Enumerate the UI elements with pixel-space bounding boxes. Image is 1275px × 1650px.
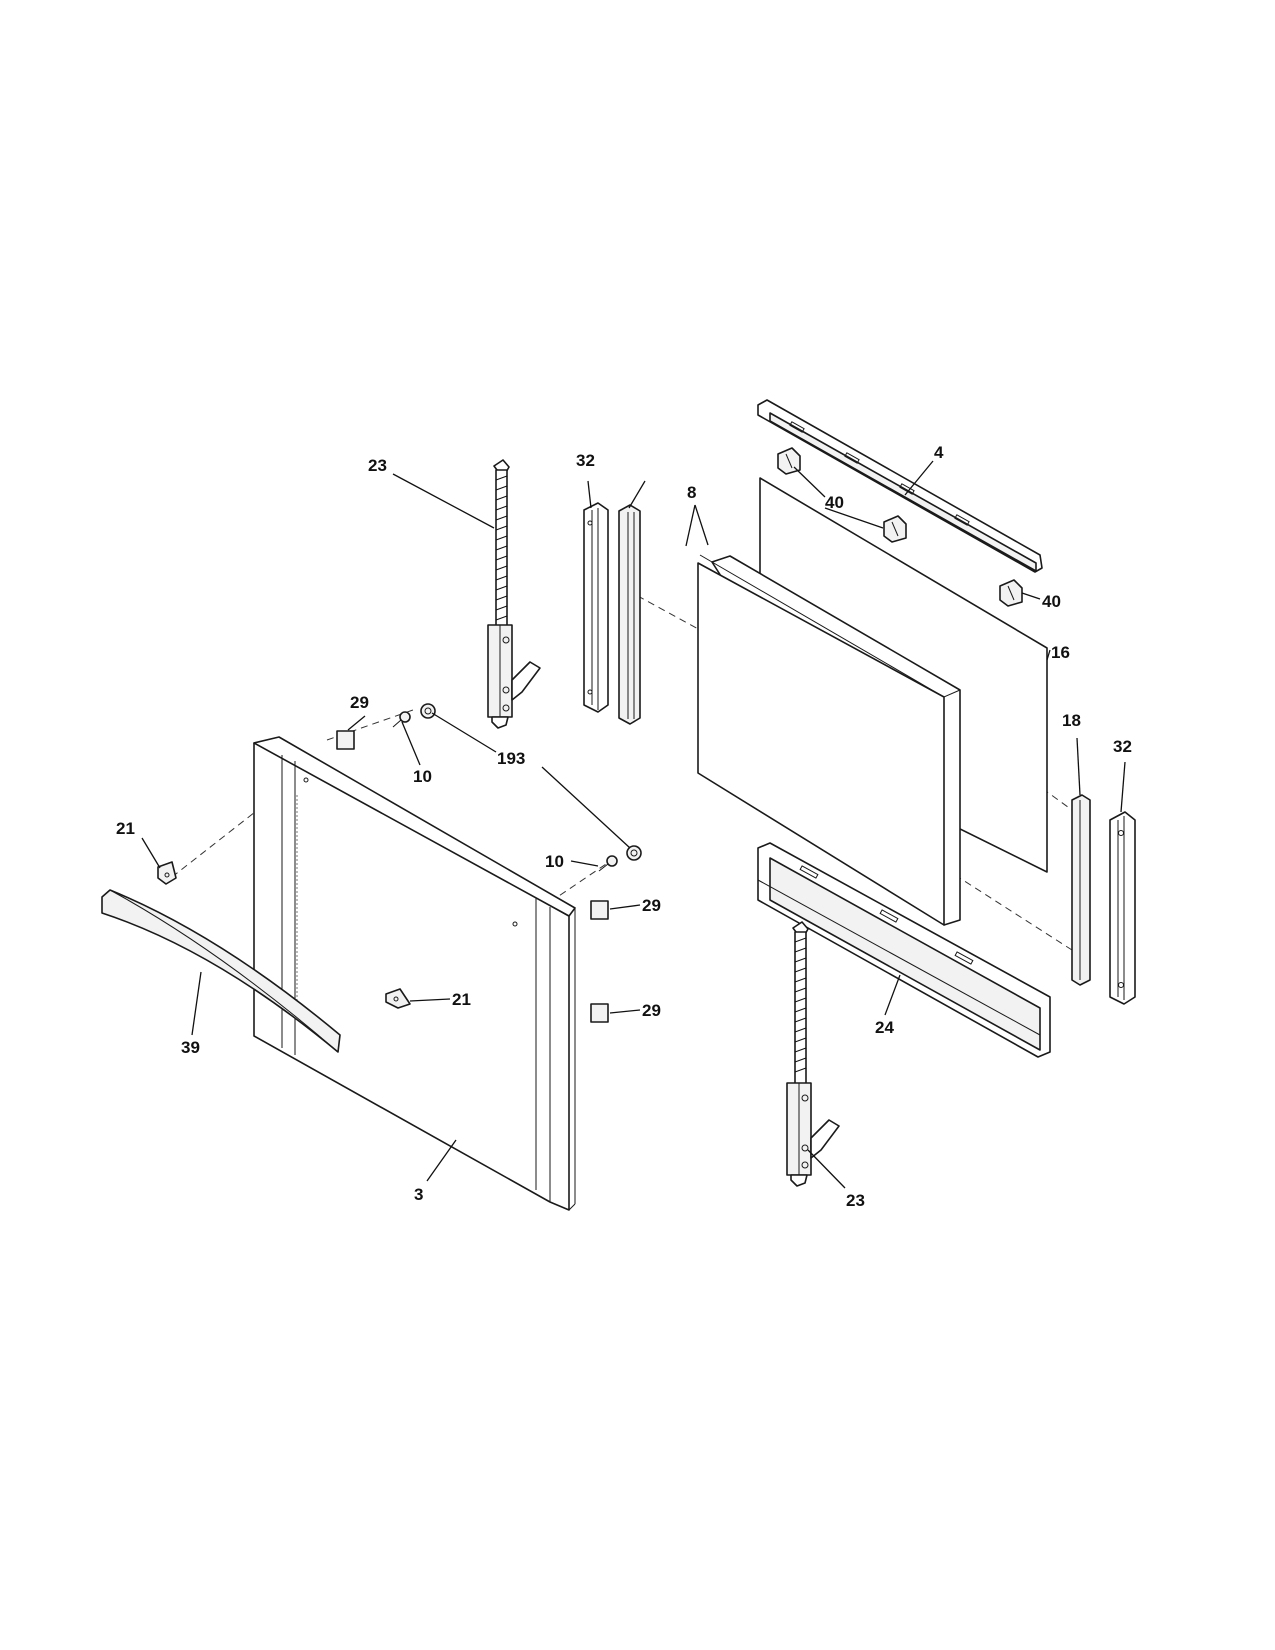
callout-screw-10-mid: 10 bbox=[545, 852, 564, 871]
callout-nut-193: 193 bbox=[497, 749, 525, 768]
callout-pad-29-top: 29 bbox=[350, 693, 369, 712]
bracket-21-mid bbox=[385, 988, 411, 1009]
pad-29-mid bbox=[590, 900, 609, 920]
hinge-bottom bbox=[786, 921, 840, 1187]
callout-screw-10-top: 10 bbox=[413, 767, 432, 786]
callout-door-3: 3 bbox=[414, 1185, 423, 1204]
callout-hinge-bottom: 23 bbox=[846, 1191, 865, 1210]
bracket-21-left bbox=[157, 861, 177, 885]
screw-10-mid bbox=[598, 855, 618, 872]
glass-pack-8 bbox=[697, 554, 961, 926]
channel-32-left bbox=[583, 502, 609, 713]
callout-channel-32-left: 32 bbox=[576, 451, 595, 470]
nut-193-mid bbox=[626, 845, 642, 861]
callout-panel-16: 16 bbox=[1051, 643, 1070, 662]
channel-32-right bbox=[1109, 811, 1136, 1005]
hinge-top bbox=[487, 459, 541, 729]
callout-bracket-21-left: 21 bbox=[116, 819, 135, 838]
trim-4 bbox=[757, 399, 1043, 573]
strip-18-right bbox=[1071, 794, 1091, 986]
callout-pad-29-low: 29 bbox=[642, 1001, 661, 1020]
callout-channel-32-right: 32 bbox=[1113, 737, 1132, 756]
callout-bracket-21-mid: 21 bbox=[452, 990, 471, 1009]
callouts: 23 32 8 4 40 40 16 18 32 29 10 193 21 10… bbox=[116, 443, 1132, 1210]
nut-193-top bbox=[420, 703, 436, 719]
strip-18-left bbox=[618, 504, 641, 725]
trim-24 bbox=[757, 842, 1051, 1058]
door-3 bbox=[253, 736, 576, 1211]
clip-40-c bbox=[999, 579, 1023, 607]
callout-clip-40-a: 40 bbox=[825, 493, 844, 512]
callout-hinge-top: 23 bbox=[368, 456, 387, 475]
callout-trim-4: 4 bbox=[934, 443, 944, 462]
screw-10-top bbox=[392, 711, 411, 728]
callout-handle-39: 39 bbox=[181, 1038, 200, 1057]
callout-pad-29-mid: 29 bbox=[642, 896, 661, 915]
pad-29-top bbox=[336, 730, 355, 750]
leader-lines bbox=[141, 460, 1126, 1189]
handle-39 bbox=[101, 889, 341, 1053]
callout-clip-40-b: 40 bbox=[1042, 592, 1061, 611]
callout-strip-18-right: 18 bbox=[1062, 711, 1081, 730]
callout-glass-pack-8: 8 bbox=[687, 483, 696, 502]
clip-40-b bbox=[883, 515, 907, 543]
pad-29-low bbox=[590, 1003, 609, 1023]
callout-trim-24: 24 bbox=[875, 1018, 894, 1037]
